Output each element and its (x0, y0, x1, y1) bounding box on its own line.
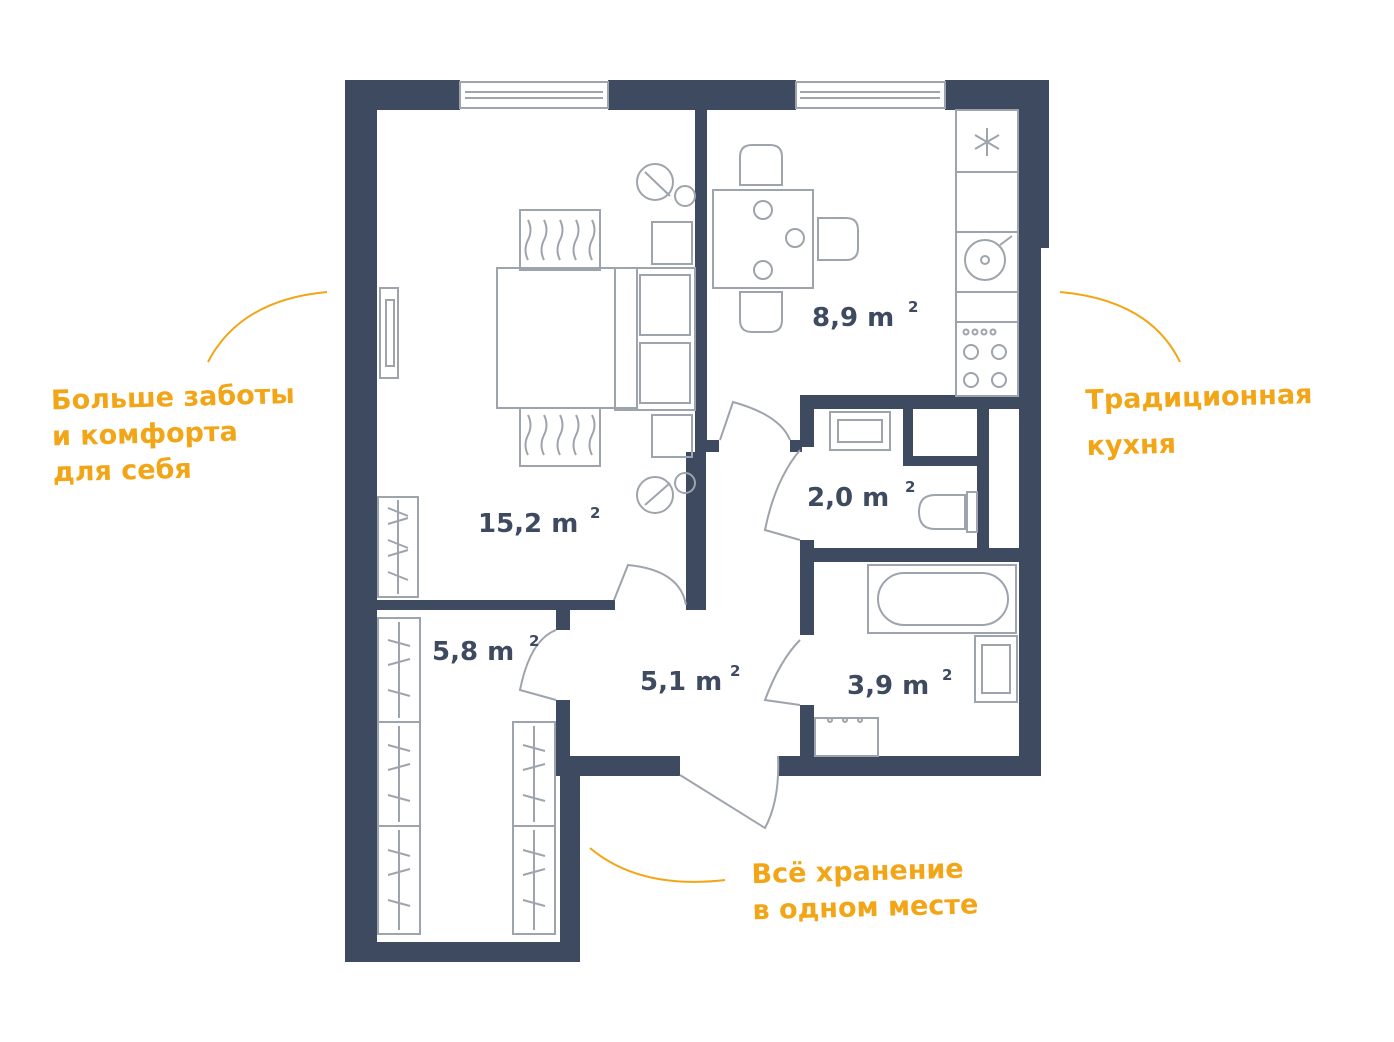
toilet-icon (917, 491, 978, 533)
kitchen-counter (955, 171, 1019, 323)
annotation-curve (1059, 291, 1181, 363)
window-icon (459, 81, 609, 109)
annotation-line: Больше заботы (51, 379, 295, 416)
annotation-line: для себя (53, 454, 193, 489)
annotation-storage: Всё хранение в одном месте (751, 854, 979, 927)
sofa-icon (614, 267, 696, 411)
annotation-line: Традиционная (1085, 379, 1313, 416)
annotation-curve (207, 291, 328, 363)
room-area-sup: 2 (730, 662, 740, 680)
window-icon (795, 81, 946, 109)
annotation-line: кухня (1086, 429, 1176, 462)
annotation-line: в одном месте (752, 889, 979, 926)
room-area-label: 8,9 m (812, 303, 894, 333)
room-hall: 5,1 m 2 (640, 662, 740, 697)
room-area-label: 3,9 m (847, 671, 929, 701)
wardrobe-icon (377, 617, 556, 935)
wardrobe-icon (377, 496, 419, 598)
room-bedroom: 15,2 m 2 (478, 504, 600, 539)
washing-machine-icon (814, 717, 879, 757)
bathtub-icon (867, 564, 1017, 634)
sink-icon (974, 635, 1018, 703)
room-area-sup: 2 (905, 478, 915, 496)
room-storage: 5,8 m 2 (432, 632, 539, 667)
annotation-line: Всё хранение (751, 854, 964, 891)
annotation-comfort: Больше заботы и комфорта для себя (51, 379, 295, 489)
nightstand-icon (651, 221, 693, 458)
sink-icon (829, 411, 891, 451)
bed-icon (496, 209, 638, 467)
room-bathroom: 3,9 m 2 (847, 666, 952, 701)
walls (345, 80, 1049, 962)
room-area-sup: 2 (908, 298, 918, 316)
room-wc: 2,0 m 2 (807, 478, 915, 513)
snowflake-icon (974, 128, 1000, 156)
room-area-label: 5,8 m (432, 637, 514, 667)
lamp-icon (636, 163, 696, 514)
dining-table-icon (712, 144, 859, 333)
room-area-label: 15,2 m (478, 509, 578, 539)
annotation-curve (589, 847, 726, 883)
annotation-kitchen: Традиционная кухня (1085, 379, 1313, 462)
tv-icon (379, 287, 399, 379)
room-area-sup: 2 (590, 504, 600, 522)
room-area-sup: 2 (942, 666, 952, 684)
stove-icon (955, 321, 1019, 397)
annotation-line: и комфорта (52, 416, 239, 452)
room-kitchen: 8,9 m 2 (812, 298, 918, 333)
room-area-label: 2,0 m (807, 483, 889, 513)
sink-icon (964, 235, 1013, 281)
room-area-sup: 2 (529, 632, 539, 650)
room-area-label: 5,1 m (640, 667, 722, 697)
door-icon (518, 400, 801, 830)
